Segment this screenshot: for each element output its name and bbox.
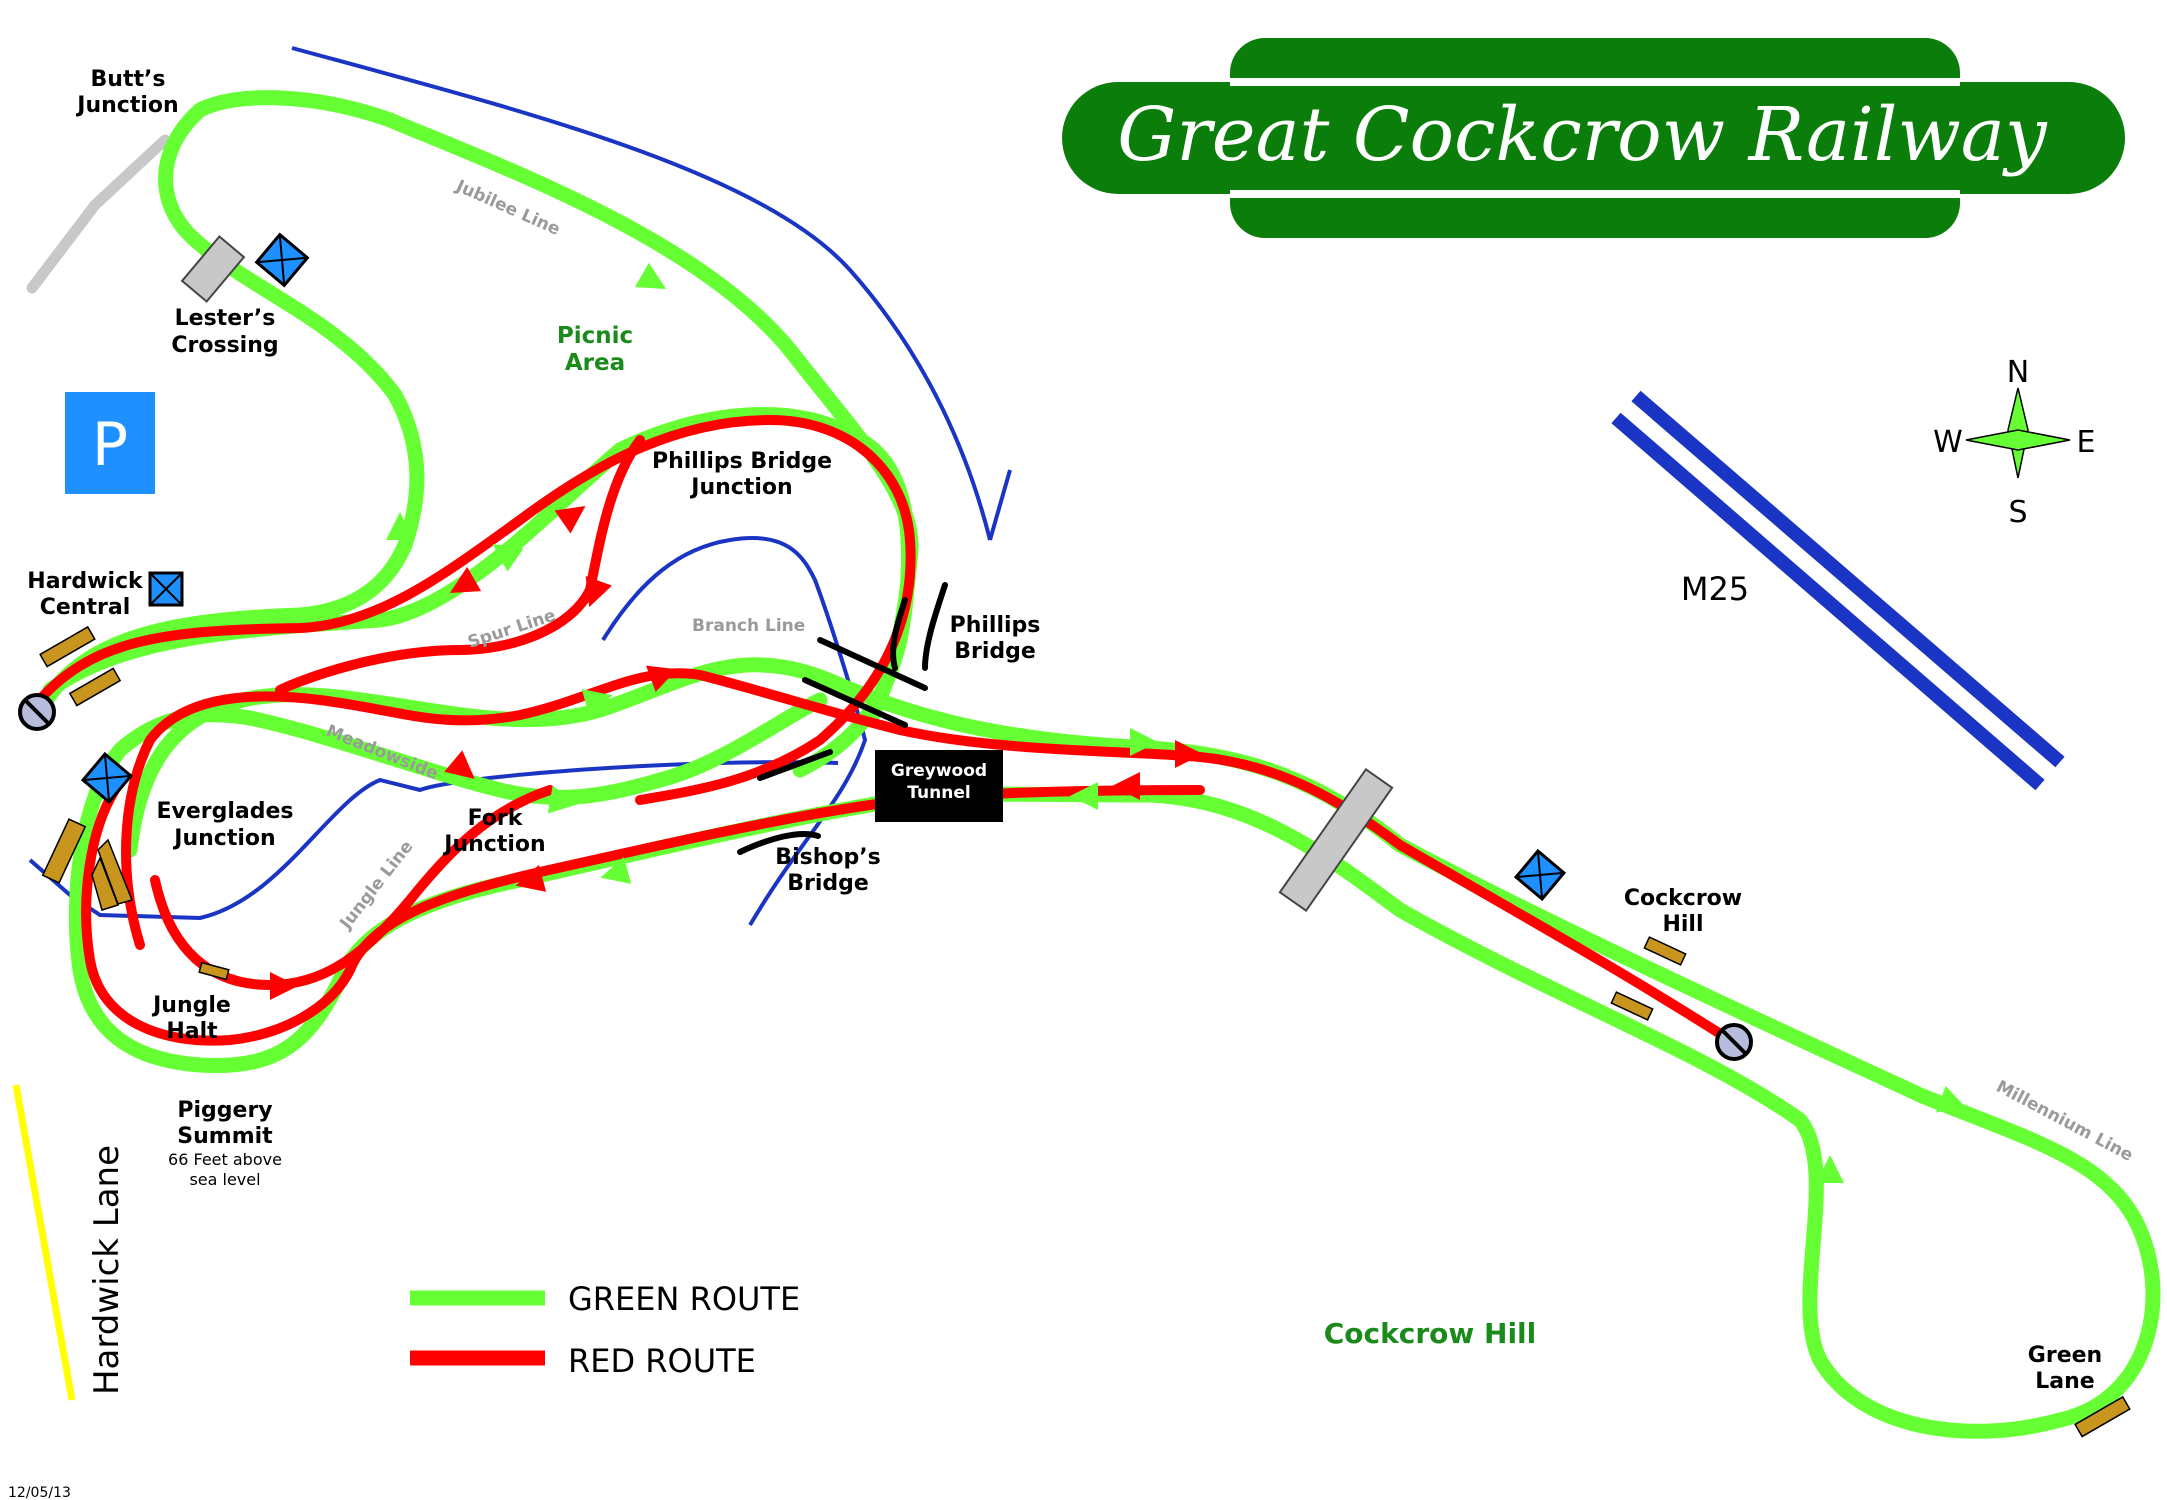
direction-arrows — [270, 262, 1968, 1183]
title-banner: Great Cockcrow Railway — [1062, 38, 2125, 238]
bishops-bridge-label-1: Bishop’s — [775, 845, 880, 870]
bridges — [737, 582, 948, 855]
terminus-signals — [18, 693, 1753, 1061]
cockcrow-hill-station-label-1: Cockcrow — [1624, 886, 1742, 911]
parking-letter: P — [92, 410, 128, 480]
everglades-junction-label-1: Everglades — [156, 799, 293, 824]
hardwick-central-label-1: Hardwick — [27, 569, 144, 594]
hardwick-lane-road — [12, 1084, 76, 1401]
legend: GREEN ROUTE RED ROUTE — [410, 1280, 800, 1380]
jungle-halt-label-1: Jungle — [151, 993, 231, 1018]
map-date: 12/05/13 — [8, 1485, 71, 1500]
piggery-summit-label-1: Piggery — [177, 1098, 272, 1123]
jungle-halt-label-2: Halt — [166, 1019, 218, 1044]
compass-s: S — [2008, 495, 2027, 530]
compass-n: N — [2007, 355, 2029, 390]
bishops-bridge-label-2: Bridge — [787, 871, 869, 896]
branch-line-label: Branch Line — [692, 616, 805, 636]
compass-rose: N S W E — [1933, 355, 2095, 530]
greywood-tunnel: Greywood Tunnel — [875, 750, 1003, 822]
picnic-area-label-1: Picnic — [557, 323, 633, 349]
hardwick-central-label-2: Central — [40, 595, 130, 620]
everglades-junction-label-2: Junction — [172, 826, 275, 851]
butts-junction-label-1: Butt’s — [91, 67, 166, 92]
lesters-crossing-label-2: Crossing — [171, 333, 278, 358]
map-title: Great Cockcrow Railway — [1117, 92, 2048, 178]
piggery-summit-label-2: Summit — [177, 1124, 273, 1149]
legend-red-label: RED ROUTE — [568, 1342, 756, 1380]
m25-motorway — [1611, 390, 2065, 791]
green-lane-label-1: Green — [2028, 1343, 2102, 1368]
piggery-summit-note-1: 66 Feet above — [168, 1150, 282, 1169]
lesters-crossing-label-1: Lester’s — [175, 306, 276, 331]
picnic-area-label-2: Area — [565, 350, 625, 376]
phillips-bridge-label-1: Phillips — [950, 613, 1041, 638]
parking-sign: P — [65, 392, 155, 494]
piggery-summit-note-2: sea level — [189, 1170, 260, 1189]
greywood-tunnel-label-2: Tunnel — [907, 783, 970, 803]
station-labels: Butt’s Junction Lester’s Crossing Hardwi… — [27, 67, 2102, 1394]
legend-green-label: GREEN ROUTE — [568, 1280, 800, 1318]
phillips-bridge-junction-label-2: Junction — [689, 475, 792, 500]
fork-junction-label-1: Fork — [468, 806, 524, 831]
green-route — [32, 90, 2161, 1439]
hardwick-lane-label: Hardwick Lane — [87, 1145, 127, 1395]
compass-e: E — [2077, 425, 2096, 460]
compass-w: W — [1933, 425, 1963, 460]
signal-boxes — [80, 232, 1567, 902]
phillips-bridge-junction-label-1: Phillips Bridge — [652, 449, 832, 474]
old-track-extension — [26, 134, 171, 294]
cockcrow-hill-station-label-2: Hill — [1662, 912, 1703, 937]
fork-junction-label-2: Junction — [442, 832, 545, 857]
meadowside-label: Meadowside — [323, 721, 441, 784]
phillips-bridge-label-2: Bridge — [954, 639, 1036, 664]
cockcrow-hill-area-label: Cockcrow Hill — [1324, 1317, 1537, 1350]
m25-label: M25 — [1681, 570, 1749, 608]
greywood-tunnel-label-1: Greywood — [891, 761, 987, 781]
butts-junction-label-2: Junction — [75, 93, 178, 118]
green-lane-label-2: Lane — [2035, 1369, 2094, 1394]
platforms — [39, 625, 2131, 1438]
level-crossings — [180, 235, 1394, 913]
